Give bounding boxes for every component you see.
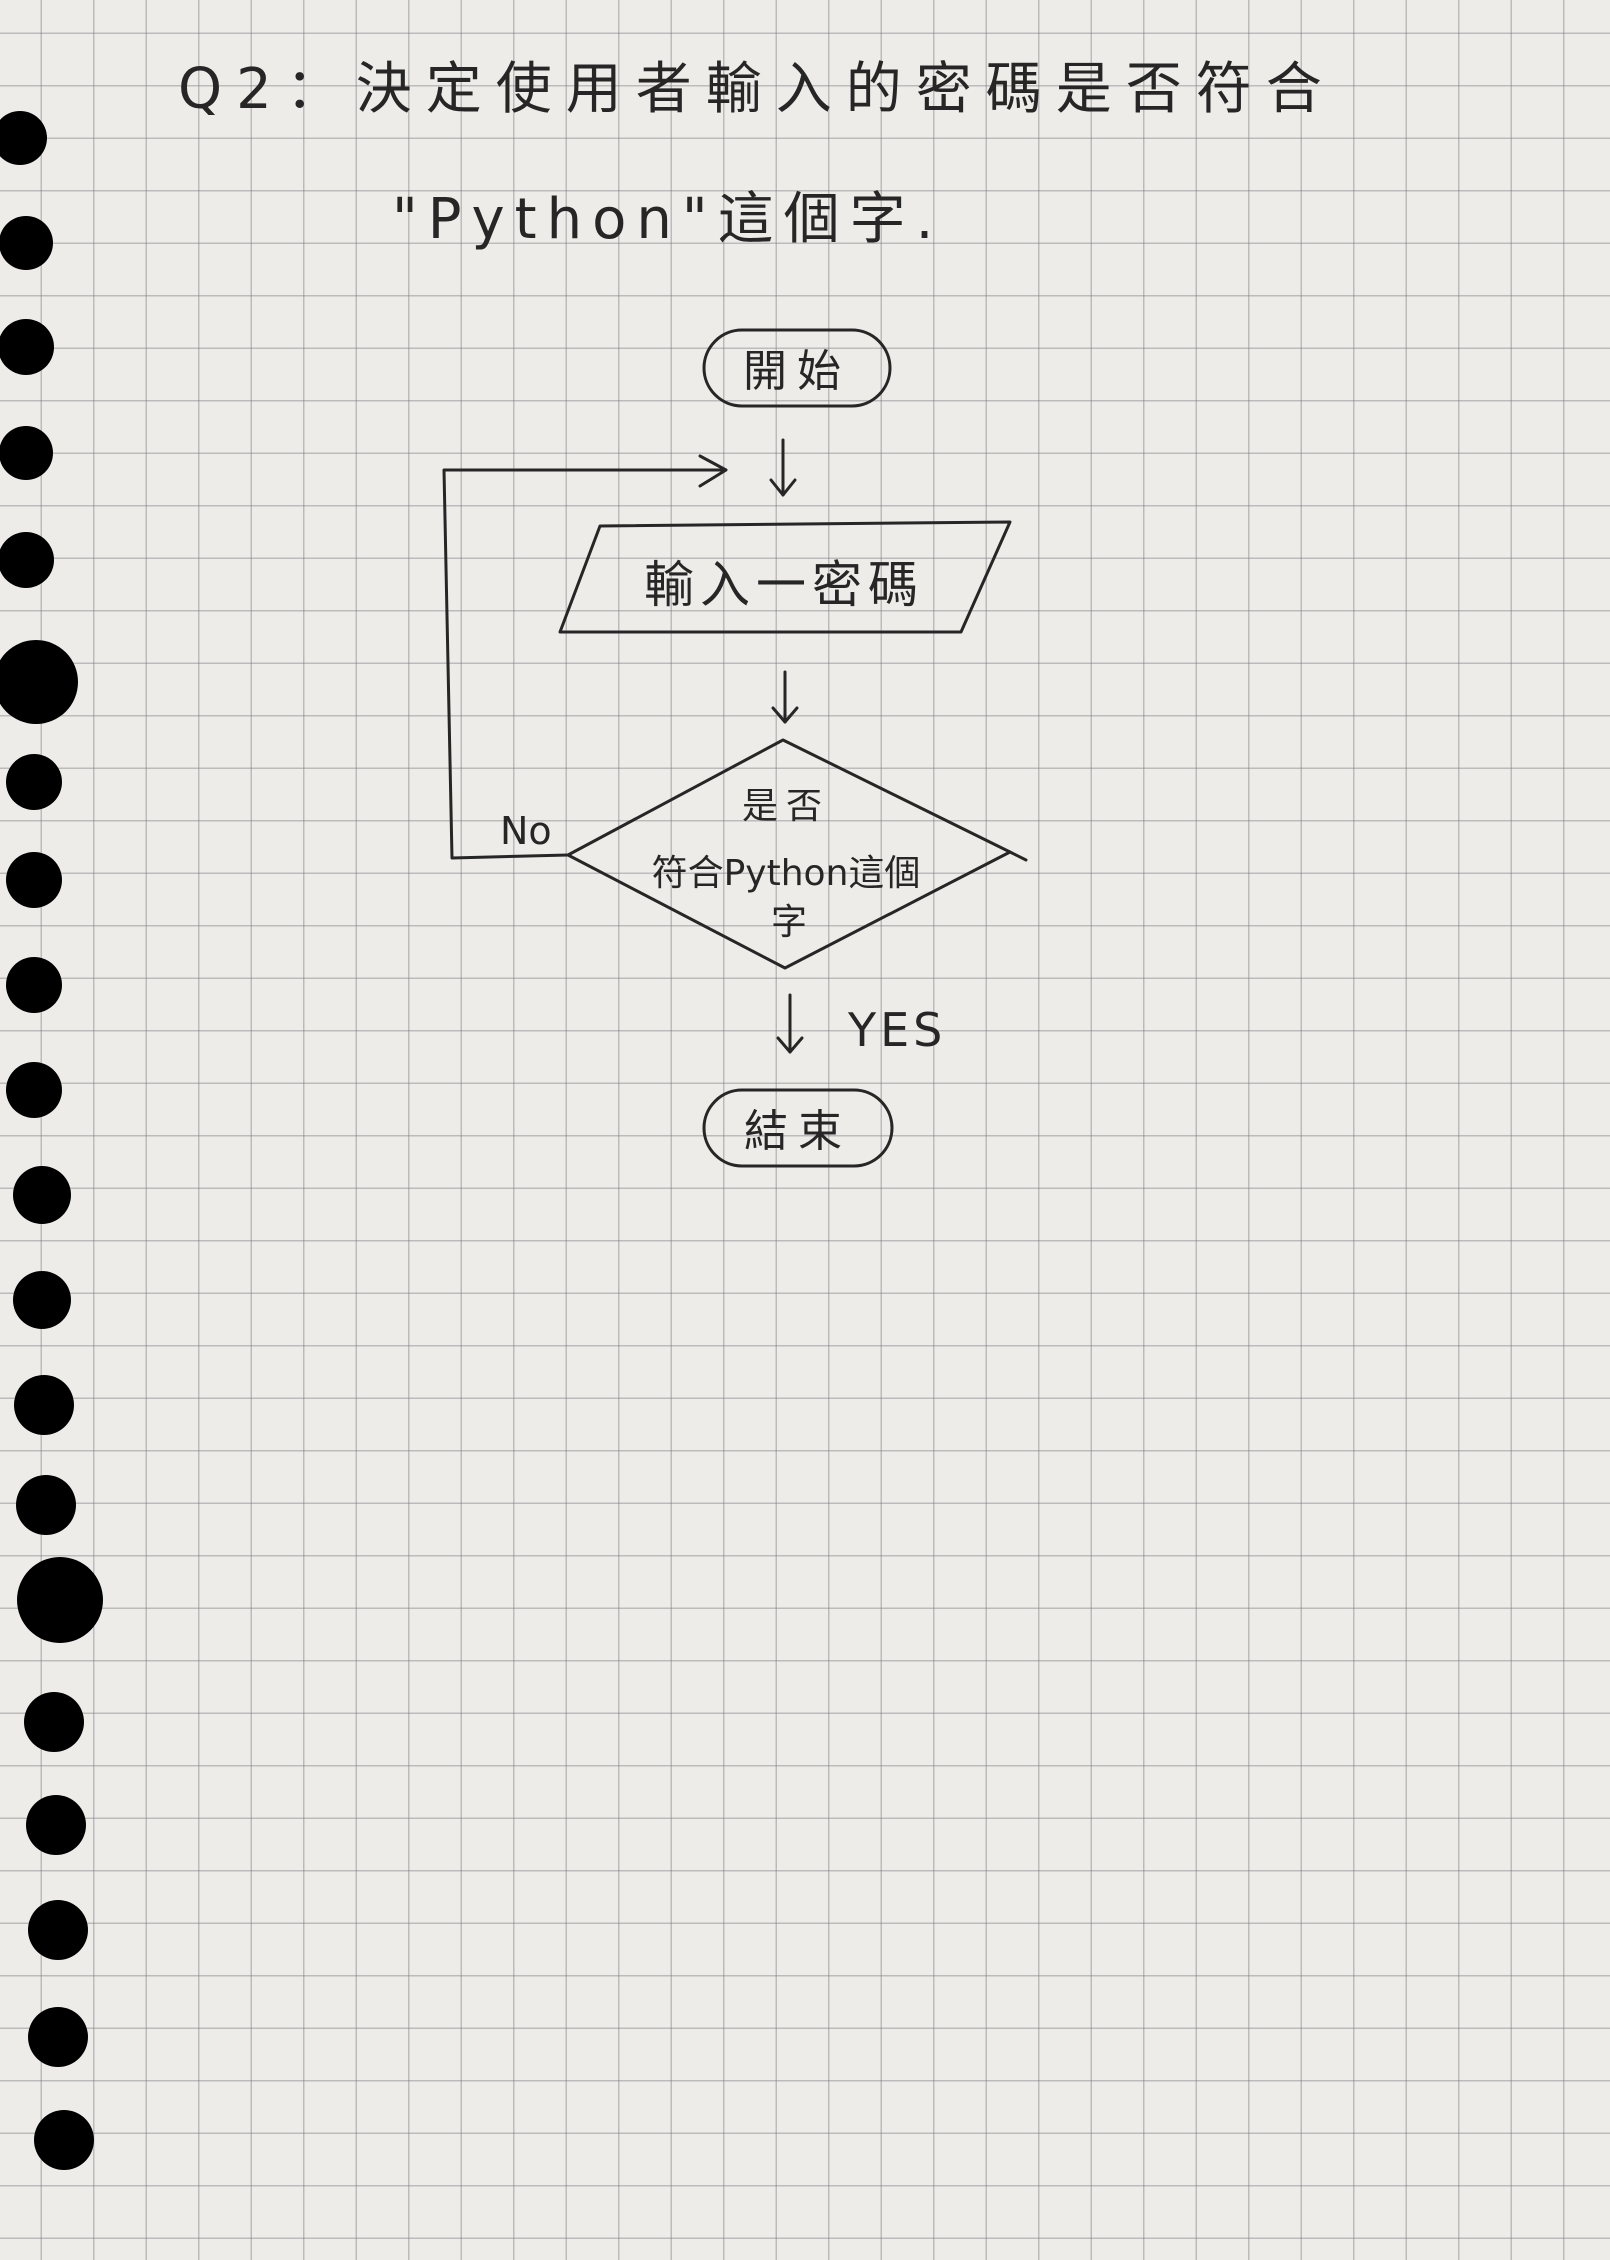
- punch-hole: [6, 1062, 62, 1118]
- input-parallelogram: [558, 520, 1012, 634]
- decision-label-line-2: 符合Python這個: [652, 853, 921, 894]
- no-label: No: [500, 809, 552, 853]
- punch-hole: [6, 852, 62, 908]
- end-label: 結束: [744, 1106, 852, 1157]
- punch-hole: [0, 640, 78, 724]
- punch-hole: [0, 426, 53, 480]
- decision-label-line-1: 是否: [742, 786, 830, 827]
- yes-label: YES: [847, 1003, 946, 1057]
- punch-hole: [0, 216, 53, 270]
- arrow-start-to-input-head: [769, 478, 797, 497]
- punch-hole: [34, 2110, 94, 2170]
- start-label: 開始: [743, 346, 851, 397]
- start-terminal: [702, 328, 892, 408]
- end-terminal: [702, 1088, 894, 1168]
- arrow-decision-to-end-head: [776, 1036, 804, 1054]
- punch-hole: [0, 532, 54, 588]
- punch-hole: [6, 754, 62, 810]
- no-loop-line: [442, 468, 724, 860]
- punch-hole: [14, 1375, 74, 1435]
- punch-hole: [13, 1166, 71, 1224]
- punch-hole: [28, 2007, 88, 2067]
- no-loop-arrow-head: [698, 454, 728, 488]
- punch-hole: [0, 319, 54, 375]
- arrow-input-to-decision-head: [771, 706, 799, 724]
- input-label: 輸入一密碼: [644, 556, 924, 614]
- punch-hole: [17, 1557, 103, 1643]
- punch-hole: [26, 1795, 86, 1855]
- punch-hole: [28, 1900, 88, 1960]
- decision-diamond-overshoot: [1008, 850, 1028, 862]
- question-subtitle: "Python"這個字.: [392, 187, 944, 252]
- question-title: Q2：決定使用者輸入的密碼是否符合: [178, 57, 1336, 122]
- decision-diamond: [566, 738, 1012, 970]
- decision-label-line-3: 字: [771, 902, 807, 943]
- punch-hole: [24, 1692, 84, 1752]
- punch-hole: [0, 111, 47, 165]
- punch-hole: [6, 957, 62, 1013]
- punch-hole: [16, 1475, 76, 1535]
- punch-hole: [13, 1271, 71, 1329]
